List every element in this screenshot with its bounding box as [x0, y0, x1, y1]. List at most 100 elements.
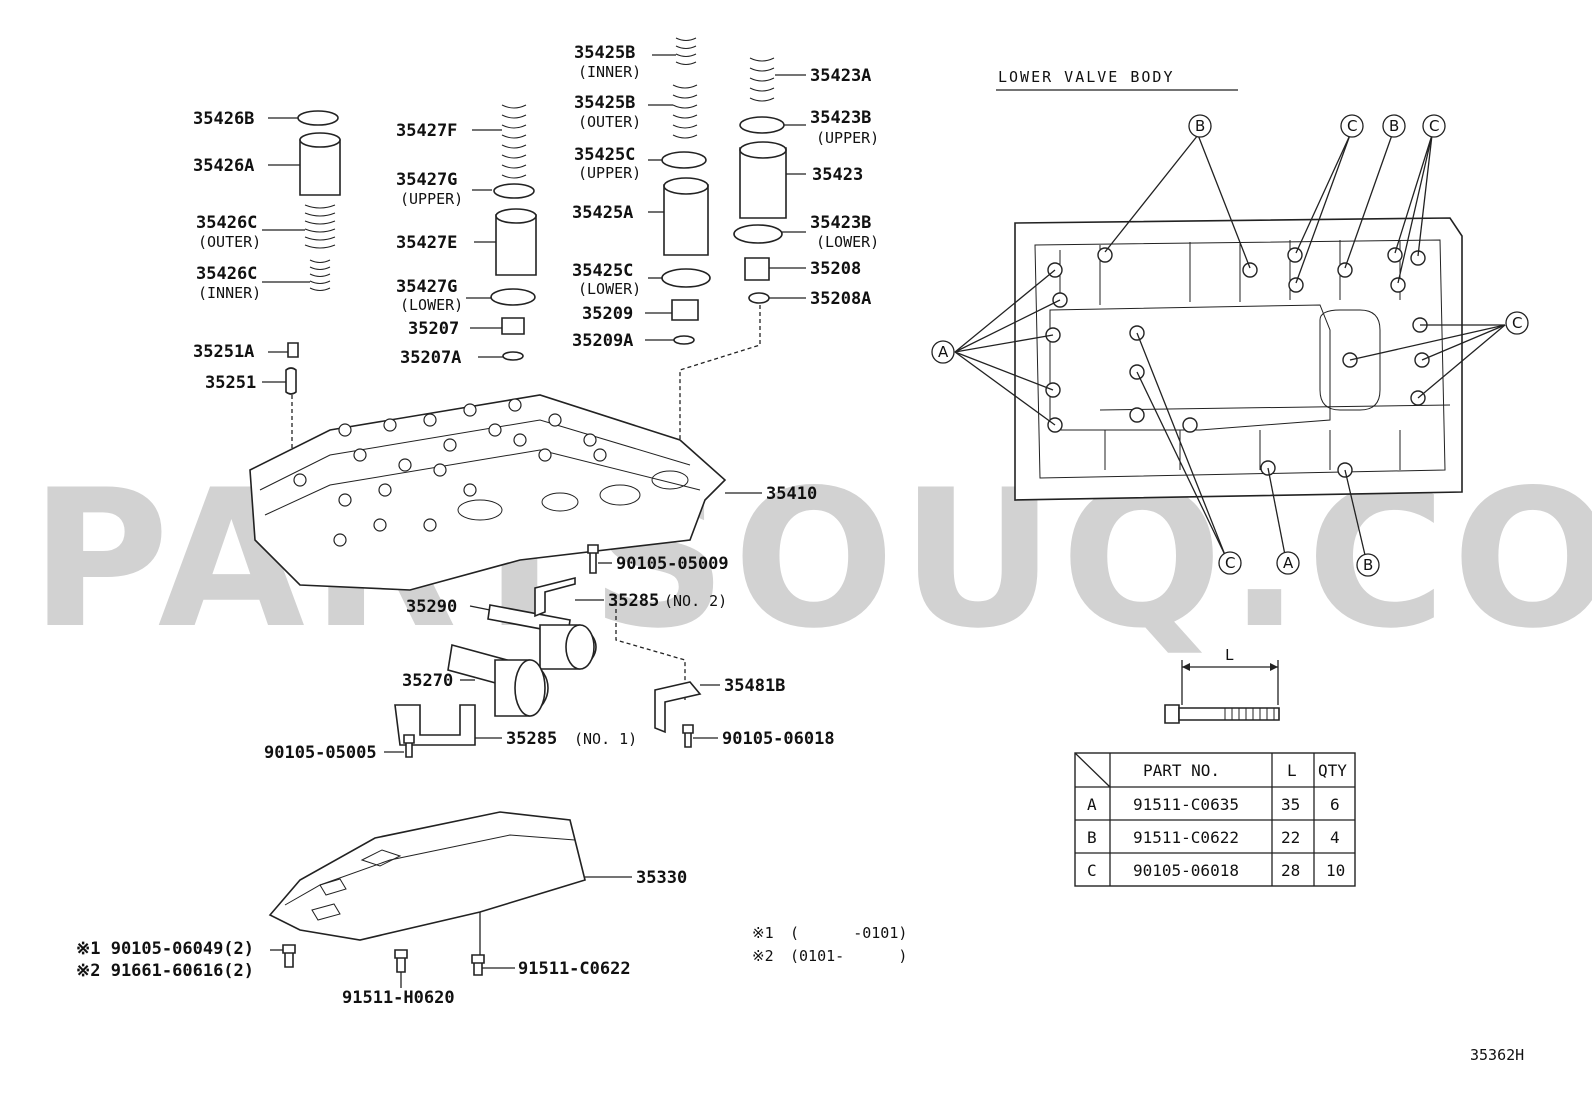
- label-90105-06049: ※1 90105-06049(2): [76, 939, 254, 959]
- key-a-left: A: [938, 343, 949, 361]
- note-35427G-upper: (UPPER): [400, 190, 463, 208]
- label-35423B-upper: 35423B: [810, 108, 871, 128]
- footnote-1-mark: ※1: [752, 924, 774, 942]
- footnote-2-range: (0101- ): [790, 947, 907, 965]
- section-title: LOWER VALVE BODY: [998, 68, 1175, 86]
- leader-lines: [262, 54, 806, 988]
- label-90105-05009: 90105-05009: [616, 554, 729, 574]
- bracket-35285-no1: [394, 704, 476, 746]
- bolt-dimension-drawing: L: [1164, 646, 1280, 724]
- table-row-b-key: B: [1087, 828, 1097, 847]
- footnote-2-mark: ※2: [752, 947, 774, 965]
- table-row-c-part: 90105-06018: [1133, 861, 1239, 880]
- label-35425A: 35425A: [572, 203, 633, 223]
- lower-valve-body-plan: [1014, 217, 1463, 501]
- footnote-1-range: ( -0101): [790, 924, 907, 942]
- note-35423B-lower: (LOWER): [816, 233, 879, 251]
- bolt-key-leaders: [954, 134, 1506, 556]
- key-c-top-2: C: [1429, 117, 1439, 135]
- table-row-a-qty: 6: [1330, 795, 1340, 814]
- bracket-35285-no2: [534, 576, 576, 618]
- diagram-code: 35362H: [1470, 1046, 1524, 1064]
- label-35427G-lower: 35427G: [396, 277, 457, 297]
- solenoid-35290: [487, 604, 597, 670]
- table-row-c-qty: 10: [1326, 861, 1345, 880]
- label-35207A: 35207A: [400, 348, 461, 368]
- label-35290: 35290: [406, 597, 457, 617]
- label-35425C-lower: 35425C: [572, 261, 633, 281]
- valve-body-35410: [249, 394, 727, 591]
- table-row-a-part: 91511-C0635: [1133, 795, 1239, 814]
- note-35426C-outer: (OUTER): [198, 233, 261, 251]
- bracket-35481B: [654, 681, 702, 734]
- note-35426C-inner: (INNER): [198, 284, 261, 302]
- label-35425B-inner: 35425B: [574, 43, 635, 63]
- dimension-l-label: L: [1225, 646, 1234, 664]
- footnotes: ※1 ( -0101) ※2 (0101- ): [752, 924, 907, 965]
- bolt-small-set: [403, 544, 694, 758]
- note-35425C-upper: (UPPER): [578, 164, 641, 182]
- label-91511-C0622: 91511-C0622: [518, 959, 631, 979]
- key-c-right: C: [1512, 314, 1522, 332]
- label-35251: 35251: [205, 373, 256, 393]
- label-35208A: 35208A: [810, 289, 871, 309]
- label-35423: 35423: [812, 165, 863, 185]
- key-b-bottom: B: [1363, 556, 1373, 574]
- table-row-b-l: 22: [1281, 828, 1300, 847]
- label-35209: 35209: [582, 304, 633, 324]
- label-35426C-inner: 35426C: [196, 264, 257, 284]
- label-35426C-outer: 35426C: [196, 213, 257, 233]
- part-35426-stack: [285, 110, 341, 395]
- label-35410: 35410: [766, 484, 817, 504]
- table-header-l: L: [1287, 761, 1297, 780]
- label-90105-06018: 90105-06018: [722, 729, 835, 749]
- label-35427F: 35427F: [396, 121, 457, 141]
- bolt-key-markers: B C B C A C C A B: [931, 114, 1529, 577]
- label-35426A: 35426A: [193, 156, 254, 176]
- label-35285-no2: 35285: [608, 591, 659, 611]
- table-row-a-l: 35: [1281, 795, 1300, 814]
- key-b-top-2: B: [1389, 117, 1399, 135]
- label-35427E: 35427E: [396, 233, 457, 253]
- label-91511-H0620: 91511-H0620: [342, 988, 455, 1008]
- key-a-bottom: A: [1283, 554, 1294, 572]
- label-35251A: 35251A: [193, 342, 254, 362]
- part-35425-stack: [661, 37, 711, 345]
- label-35423A: 35423A: [810, 66, 871, 86]
- label-35426B: 35426B: [193, 109, 254, 129]
- label-35425C-upper: 35425C: [574, 145, 635, 165]
- label-35423B-lower: 35423B: [810, 213, 871, 233]
- label-35207: 35207: [408, 319, 459, 339]
- table-row-b-qty: 4: [1330, 828, 1340, 847]
- label-90105-05005: 90105-05005: [264, 743, 377, 763]
- label-35425B-outer: 35425B: [574, 93, 635, 113]
- table-row-a-key: A: [1087, 795, 1097, 814]
- oil-strainer-35330: [268, 811, 586, 976]
- note-35425B-outer: (OUTER): [578, 113, 641, 131]
- label-35208: 35208: [810, 259, 861, 279]
- note-35425B-inner: (INNER): [578, 63, 641, 81]
- note-35427G-lower: (LOWER): [400, 296, 463, 314]
- key-b-top-1: B: [1195, 117, 1205, 135]
- label-35285-no1: 35285: [506, 729, 557, 749]
- callout-labels: 35426B 35426A 35426C (OUTER) 35426C (INN…: [76, 43, 879, 1008]
- table-row-c-l: 28: [1281, 861, 1300, 880]
- label-91661-60616: ※2 91661-60616(2): [76, 961, 254, 981]
- note-35285-no2: (NO. 2): [664, 592, 727, 610]
- label-35270: 35270: [402, 671, 453, 691]
- key-c-top-1: C: [1347, 117, 1357, 135]
- table-row-c-key: C: [1087, 861, 1097, 880]
- note-35423B-upper: (UPPER): [816, 129, 879, 147]
- bolt-spec-table: PART NO. L QTY A 91511-C0635 35 6 B 9151…: [1074, 752, 1356, 887]
- table-row-b-part: 91511-C0622: [1133, 828, 1239, 847]
- part-35427-stack: [490, 104, 537, 361]
- note-35425C-lower: (LOWER): [578, 280, 641, 298]
- label-35209A: 35209A: [572, 331, 633, 351]
- table-header-part-no: PART NO.: [1143, 761, 1220, 780]
- label-35427G-upper: 35427G: [396, 170, 457, 190]
- label-35330: 35330: [636, 868, 687, 888]
- table-header-qty: QTY: [1318, 761, 1347, 780]
- label-35481B: 35481B: [724, 676, 785, 696]
- note-35285-no1: (NO. 1): [574, 730, 637, 748]
